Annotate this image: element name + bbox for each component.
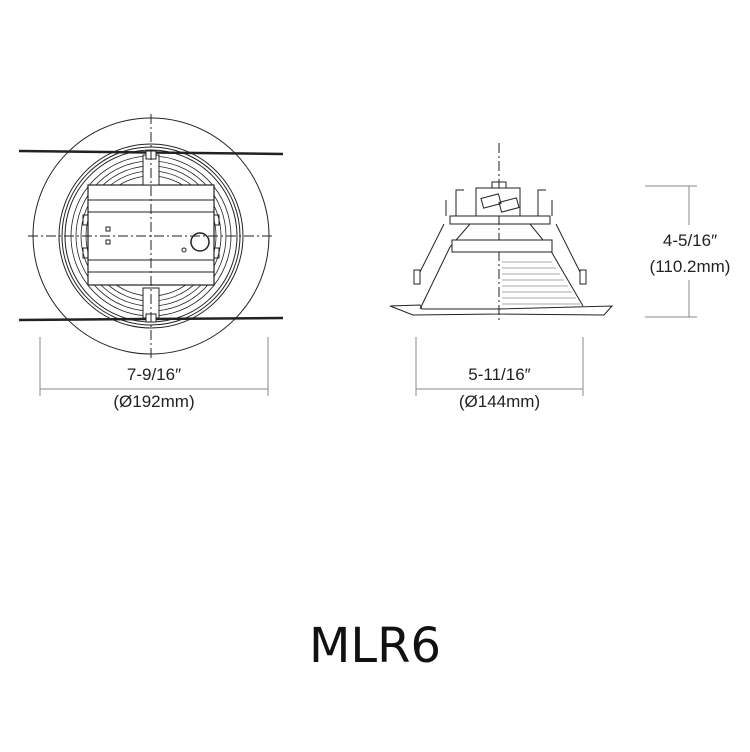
top-width-inches: 7-9/16″	[126, 365, 182, 384]
model-title: MLR6	[308, 618, 442, 674]
side-height-mm: (110.2mm)	[649, 257, 731, 276]
top-view-drawing	[18, 114, 284, 396]
side-height-inches: 4-5/16″	[662, 231, 718, 250]
side-view-drawing	[389, 143, 697, 396]
side-width-inches: 5-11/16″	[468, 365, 531, 384]
side-width-mm: (Ø144mm)	[458, 392, 541, 411]
top-width-mm: (Ø192mm)	[113, 392, 195, 411]
